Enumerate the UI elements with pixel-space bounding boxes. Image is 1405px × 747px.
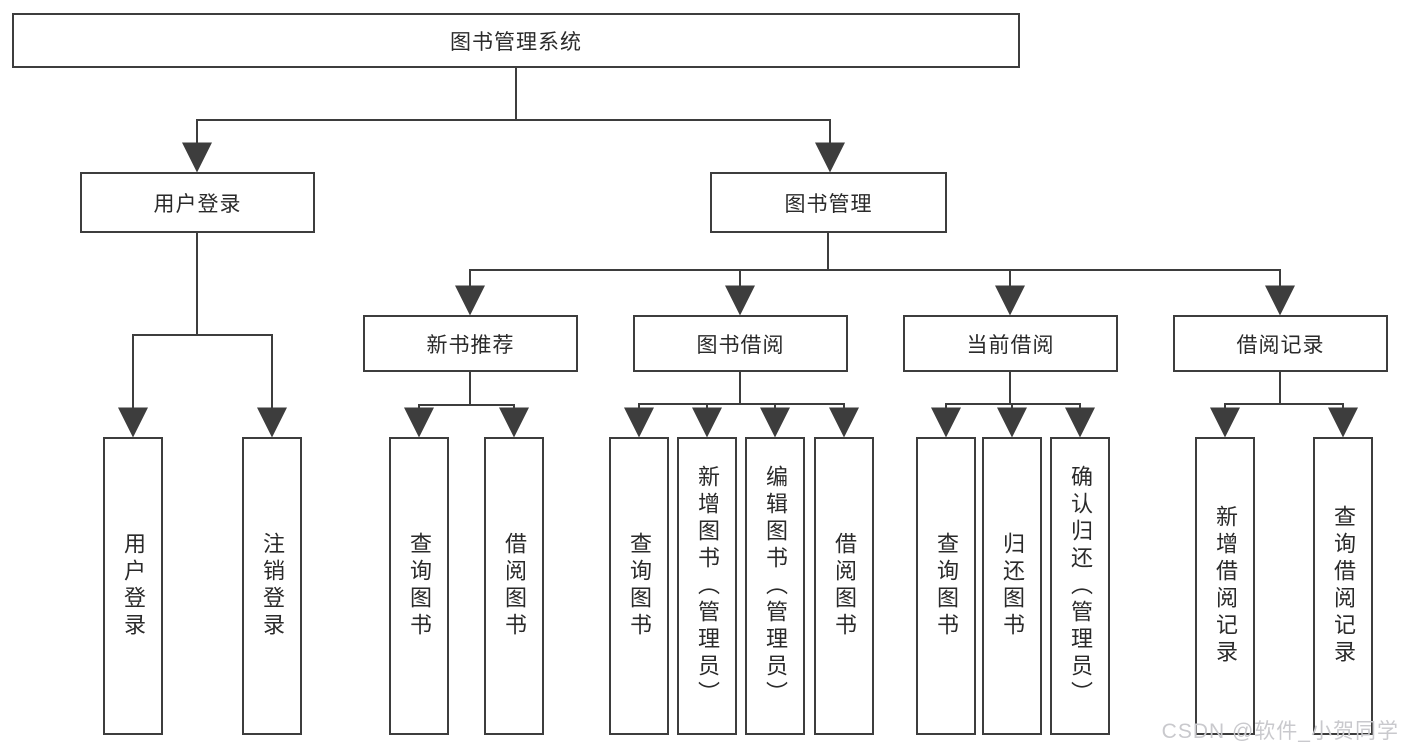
node-current-borrow-label: 当前借阅 <box>966 333 1055 357</box>
node-book-management-label: 图书管理 <box>784 192 873 216</box>
node-current-borrow: 当前借阅 <box>903 315 1118 372</box>
leaf-add-borrow-record: 新增借阅记录 <box>1195 437 1255 735</box>
leaf-logout: 注销登录 <box>242 437 302 735</box>
node-user-login-label: 用户登录 <box>153 192 242 216</box>
leaf-query-book-1: 查询图书 <box>389 437 449 735</box>
node-new-book-recommend-label: 新书推荐 <box>426 333 515 357</box>
leaf-query-borrow-record-label: 查询借阅记录 <box>1331 505 1356 667</box>
leaf-edit-book-admin-label: 编辑图书（管理员） <box>763 464 788 708</box>
leaf-confirm-return-admin: 确认归还（管理员） <box>1050 437 1110 735</box>
node-borrow-record-label: 借阅记录 <box>1236 333 1325 357</box>
leaf-add-book-admin: 新增图书（管理员） <box>677 437 737 735</box>
leaf-return-book-label: 归还图书 <box>1000 532 1025 640</box>
leaf-borrow-book-2-label: 借阅图书 <box>832 532 857 640</box>
leaf-query-book-2-label: 查询图书 <box>627 532 652 640</box>
leaf-query-book-3: 查询图书 <box>916 437 976 735</box>
leaf-user-login-label: 用户登录 <box>121 532 146 640</box>
leaf-logout-label: 注销登录 <box>260 532 285 640</box>
leaf-borrow-book-2: 借阅图书 <box>814 437 874 735</box>
node-book-management: 图书管理 <box>710 172 947 233</box>
node-new-book-recommend: 新书推荐 <box>363 315 578 372</box>
leaf-add-borrow-record-label: 新增借阅记录 <box>1213 505 1238 667</box>
leaf-query-book-3-label: 查询图书 <box>934 532 959 640</box>
leaf-confirm-return-admin-label: 确认归还（管理员） <box>1068 464 1093 708</box>
node-borrow-record: 借阅记录 <box>1173 315 1388 372</box>
node-user-login: 用户登录 <box>80 172 315 233</box>
leaf-user-login: 用户登录 <box>103 437 163 735</box>
leaf-edit-book-admin: 编辑图书（管理员） <box>745 437 805 735</box>
leaf-borrow-book-1: 借阅图书 <box>484 437 544 735</box>
leaf-return-book: 归还图书 <box>982 437 1042 735</box>
node-book-borrow: 图书借阅 <box>633 315 848 372</box>
node-root-label: 图书管理系统 <box>450 30 582 54</box>
leaf-add-book-admin-label: 新增图书（管理员） <box>695 464 720 708</box>
leaf-borrow-book-1-label: 借阅图书 <box>502 532 527 640</box>
leaf-query-book-1-label: 查询图书 <box>407 532 432 640</box>
node-book-borrow-label: 图书借阅 <box>696 333 785 357</box>
node-root: 图书管理系统 <box>12 13 1020 68</box>
leaf-query-book-2: 查询图书 <box>609 437 669 735</box>
leaf-query-borrow-record: 查询借阅记录 <box>1313 437 1373 735</box>
